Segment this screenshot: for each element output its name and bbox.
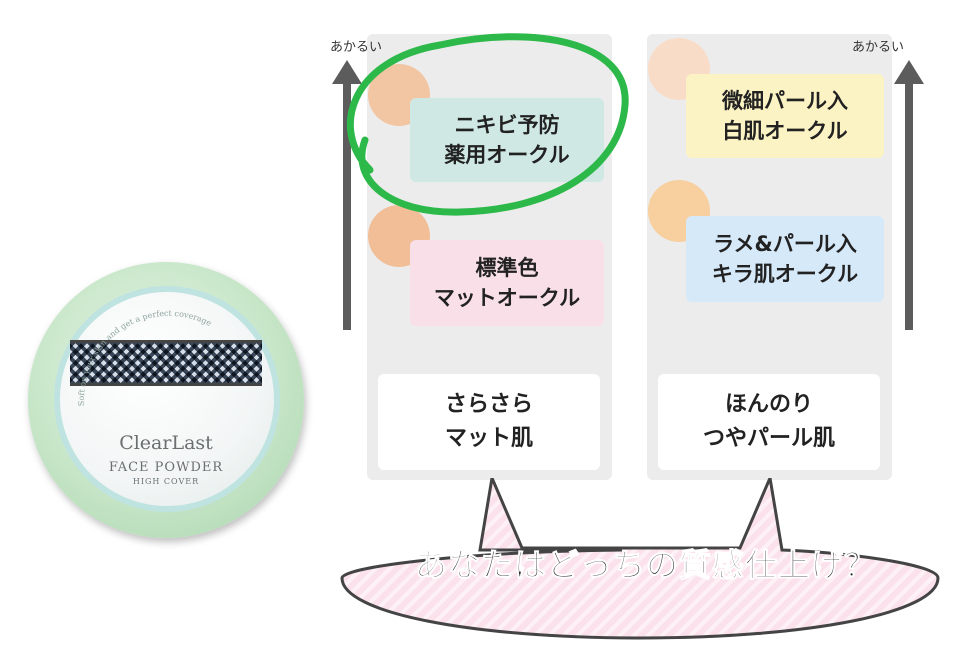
finish-box-pearl: ほんのり つやパール肌 (658, 374, 880, 470)
shade-line1: ニキビ予防 (454, 113, 560, 137)
product-ring-text: Soft on your skin and get a perfect cove… (77, 309, 213, 406)
arrow-shaft-left (343, 82, 351, 330)
arrow-up-icon (332, 60, 362, 84)
finish-line1: ほんのり (724, 392, 813, 417)
shade-tag-pearl-white: 微細パール入 白肌オークル (686, 74, 884, 158)
shade-tag-glitter-ochre: ラメ&パール入 キラ肌オークル (686, 216, 884, 302)
finish-line2: つやパール肌 (702, 426, 835, 451)
product-name: FACE POWDER (108, 460, 224, 475)
svg-text:Soft on your skin and get a pe: Soft on your skin and get a perfect cove… (77, 309, 213, 406)
houndstooth-ribbon (70, 340, 262, 386)
shade-line1: ラメ&パール入 (713, 232, 857, 256)
shade-line2: マットオークル (433, 286, 581, 310)
speech-bubble (340, 478, 940, 640)
arrow-shaft-right (905, 82, 913, 330)
shade-line1: 微細パール入 (722, 89, 848, 113)
product-brand: ClearLast (119, 432, 213, 454)
shade-line2: 薬用オークル (444, 143, 570, 167)
shade-line1: 標準色 (475, 256, 539, 280)
finish-line2: マット肌 (444, 426, 533, 451)
product-lid (54, 286, 280, 512)
shade-line2: キラ肌オークル (711, 262, 859, 286)
finish-box-matte: さらさら マット肌 (378, 374, 600, 470)
product-sub: HIGH COVER (132, 477, 200, 486)
shade-tag-acne-ochre: ニキビ予防 薬用オークル (410, 98, 604, 182)
highlight-circle (346, 33, 629, 216)
shade-line2: 白肌オークル (722, 119, 848, 143)
axis-label-right: あかるい (852, 40, 905, 55)
shade-tag-matte-ochre: 標準色 マットオークル (410, 240, 604, 326)
axis-label-left: あかるい (330, 40, 383, 55)
arrow-up-icon (894, 60, 924, 84)
question-heading: あなたはどっちの質感仕上げ？ (414, 546, 877, 585)
finish-line1: さらさら (444, 392, 533, 417)
